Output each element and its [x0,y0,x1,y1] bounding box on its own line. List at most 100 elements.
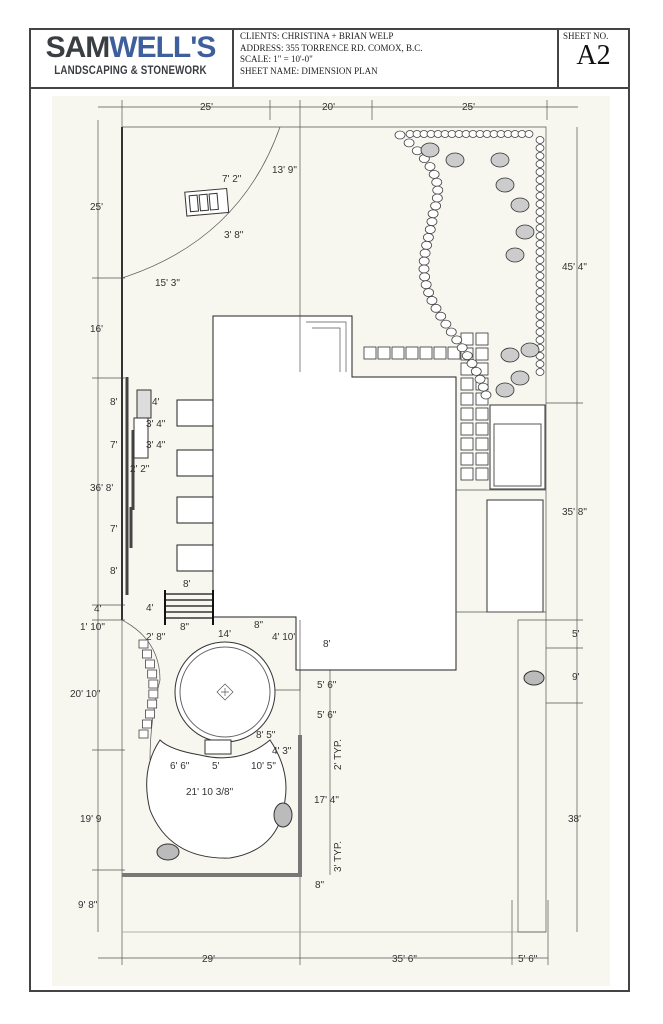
cobble [535,264,545,272]
cobble [456,343,468,353]
address: ADDRESS: 355 TORRENCE RD. COMOX, B.C. [240,42,423,53]
raised-bed-inner [493,423,542,487]
paver [363,346,377,360]
dim-right-1: 45' 4" [562,262,587,273]
dim-bottom-1: 29' [202,954,215,965]
dim-inner-6: 21' 10 3/8" [186,787,234,798]
cobble [418,256,430,266]
dim-left-8: 9' 8" [78,900,98,911]
paver [475,422,489,436]
counter [133,417,149,459]
cobble [420,280,432,290]
cobble [431,177,443,187]
shed-pad [486,499,544,613]
dim-top-1: 25' [200,102,213,113]
sheet-border [29,28,630,992]
dim-left-3: 36' 8' [90,483,113,494]
dim-patio-6: 3' TYP. [333,841,344,872]
cobble [535,328,545,336]
rock-garden [394,130,545,400]
cobble [535,296,545,304]
cobble [535,280,545,288]
logo-text-b: WELL'S [109,31,216,64]
boulder [515,224,535,240]
project-info: CLIENTS: CHRISTINA + BRIAN WELP ADDRESS:… [236,31,560,77]
cobble [535,272,545,280]
cobble [535,136,545,144]
bbq [136,389,152,419]
boulder [156,843,180,861]
dim-bottom-2: 35' 6" [392,954,417,965]
paver [460,422,474,436]
wall-block [145,709,155,719]
boulder [500,347,520,363]
paver [460,377,474,391]
logo-text-a: SAM [45,31,111,64]
cobble [535,368,545,376]
boulder [523,670,545,686]
dim-top-2: 20' [322,102,335,113]
boulder [495,382,515,398]
cobble [535,184,545,192]
dim-right-5: 38' [568,814,581,825]
paver [475,452,489,466]
paver [433,346,447,360]
cobble [423,288,435,297]
dim-left-1: 25' [90,202,103,213]
dim-arc-1: 13' 9" [272,165,297,176]
paver [475,467,489,481]
cobble [428,169,440,179]
dim-left-5: 1' 10" [80,622,105,633]
dim-inner-5: 10' 5" [251,761,276,772]
dim-left-2: 16' [90,324,103,335]
boulder [445,152,465,168]
cobble [461,351,473,361]
dim-stairs-7: 4' 10" [272,632,297,643]
dim-fence-4: 8' [110,566,118,577]
deck-stairs [164,590,214,625]
wall-block [147,699,158,709]
raised-bed [489,404,546,490]
boulder [420,142,440,158]
dim-stairs-1: 8' [183,579,191,590]
dim-stairs-4: 8" [180,622,190,633]
cobble [535,208,545,216]
step-slab [204,739,232,755]
dim-stairs-6: 8" [254,620,264,631]
cobble [535,176,545,184]
cobble [535,200,545,208]
dim-stairs-2: 4' [146,603,154,614]
dim-top-3: 25' [462,102,475,113]
house-footprint [212,315,457,671]
dim-left-6: 20' 10" [70,689,101,700]
paver [460,452,474,466]
cobble [419,248,431,258]
boulder [495,177,515,193]
cobble [427,209,439,219]
firepit-ring [179,646,271,738]
dim-patio-7: 8" [315,880,325,891]
cobble [535,216,545,224]
dim-arc-4: 15' 3" [155,278,180,289]
sheet-no-label: SHEET NO. [563,31,609,41]
cobble [524,130,534,138]
wall-block [142,719,152,729]
dim-fence-3: 7' [110,524,118,535]
wall-block [148,689,159,699]
paver [475,347,489,361]
cobble [535,248,545,256]
cobble [394,130,406,140]
paver-grid [363,332,489,481]
paver [460,467,474,481]
cobble [424,225,436,234]
dim-inner-4: 5' [212,761,220,772]
cobble [535,256,545,264]
dim-patio-4: 2' TYP. [333,739,344,770]
wall-block [138,639,149,649]
dim-arc-3: 3' 8" [224,230,244,241]
wall-block [138,729,149,739]
dim-bbq-4: 2' 2" [130,464,150,475]
patio-outline [270,620,301,691]
dim-right-2: 35' 8" [562,507,587,518]
